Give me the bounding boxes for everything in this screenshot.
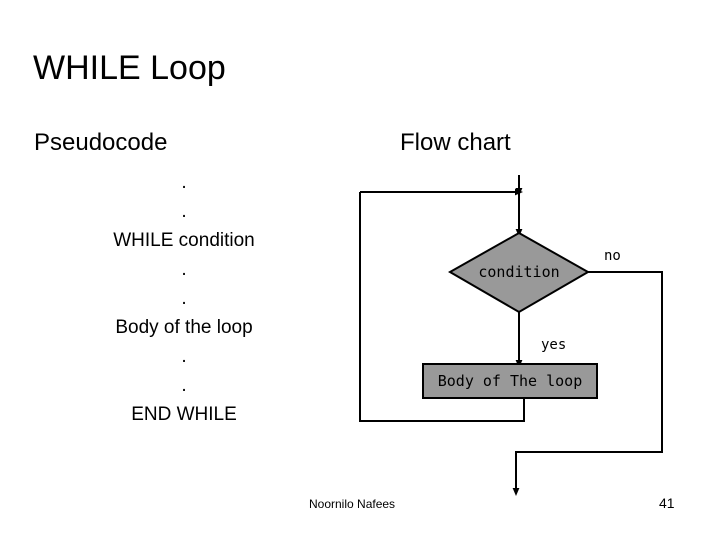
process-label: Body of The loop (437, 372, 583, 390)
pseudocode-line: . (181, 288, 187, 309)
pseudocode-line: END WHILE (131, 404, 237, 425)
process-box (422, 363, 598, 399)
flowchart-heading: Flow chart (400, 129, 511, 156)
footer-author: Noornilo Nafees (309, 497, 396, 511)
loopback-path (359, 192, 525, 422)
pseudocode-line: . (181, 201, 187, 222)
edge-label-no: no (604, 248, 621, 264)
page-title: WHILE Loop (33, 49, 226, 87)
pseudocode-line: . (181, 346, 187, 367)
pseudocode-line: . (181, 375, 187, 396)
pseudocode-line: Body of the loop (115, 317, 253, 338)
no-branch-path (512, 271, 663, 496)
pseudocode-block: . . WHILE condition . . Body of the loop… (34, 168, 334, 429)
pseudocode-line: . (181, 172, 187, 193)
pseudocode-line: . (181, 259, 187, 280)
pseudocode-heading: Pseudocode (34, 129, 168, 156)
decision-label: condition (478, 263, 560, 281)
footer-page-number: 41 (659, 495, 675, 511)
edge-label-yes: yes (541, 337, 567, 353)
pseudocode-line: WHILE condition (113, 230, 255, 251)
